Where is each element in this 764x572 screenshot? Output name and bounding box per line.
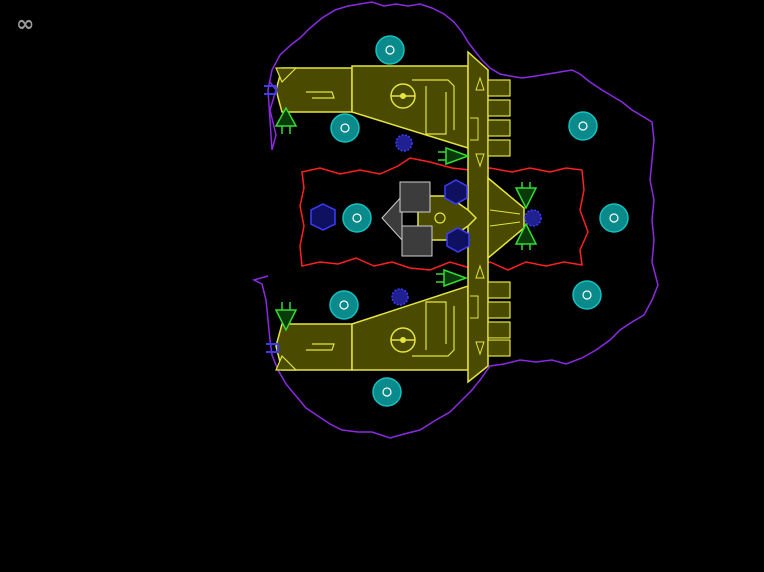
command-block [381, 181, 478, 257]
center-spine [467, 50, 489, 384]
gray-block-lower [401, 225, 433, 257]
turret-icon [342, 203, 372, 233]
turret-icon [329, 290, 359, 320]
engine-pods-lower [487, 281, 511, 357]
turret-icon [330, 113, 360, 143]
thruster-icon [274, 106, 298, 134]
turret-icon [572, 280, 602, 310]
upper-hull [275, 65, 469, 150]
gear-icon [524, 209, 542, 227]
shield-outline-left-notch [269, 81, 277, 151]
shield-outline-upper [251, 1, 659, 439]
hexagon-icon [310, 203, 336, 231]
thruster-icon [436, 268, 469, 288]
gear-icon [391, 288, 409, 306]
turret-icon [372, 377, 402, 407]
hexagon-icon [444, 179, 468, 205]
turret-icon [599, 203, 629, 233]
thruster-icon [274, 302, 298, 332]
engine-pods-upper [487, 79, 511, 157]
infinity-icon: ∞ [16, 12, 35, 37]
thruster-icon [514, 222, 538, 250]
thruster-icon [514, 182, 538, 210]
blue-emitter-icon [264, 85, 279, 353]
lower-hull [275, 284, 469, 371]
shield-outline-inner [299, 157, 589, 271]
gray-block-upper [399, 181, 431, 213]
turret-icon [568, 111, 598, 141]
thruster-icon [438, 146, 471, 166]
hexagon-icon [446, 227, 470, 253]
turret-icon [375, 35, 405, 65]
gear-icon [395, 134, 413, 152]
